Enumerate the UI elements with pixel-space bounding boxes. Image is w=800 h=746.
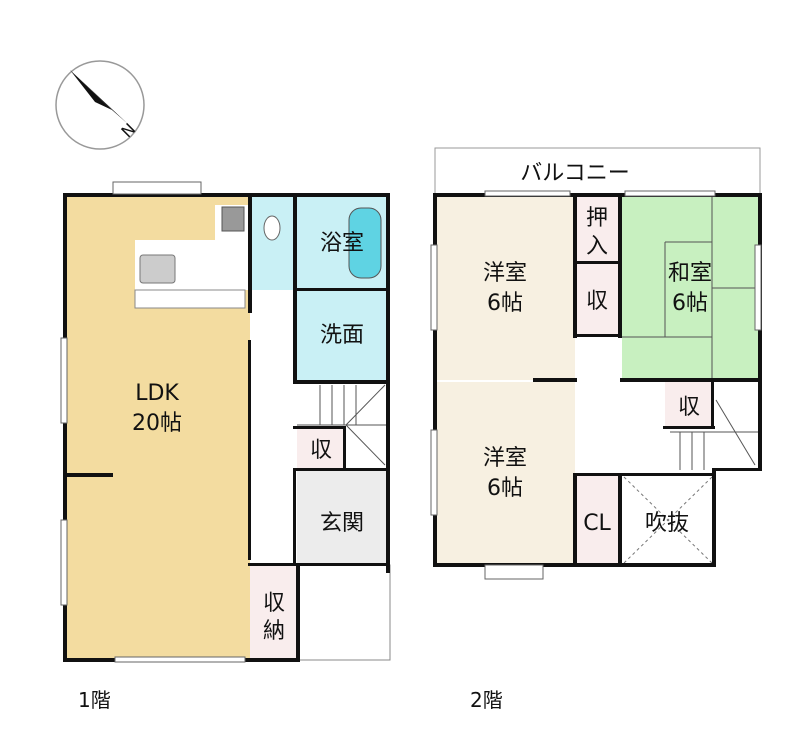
entrance-name: 玄関 [320, 511, 364, 536]
ldk-name: LDK [135, 381, 179, 406]
sink-icon [139, 254, 176, 284]
japanese-size: 6帖 [672, 291, 708, 316]
storage-2f-1-name: 収 [586, 289, 608, 314]
ldk-size: 20帖 [132, 411, 182, 436]
room-western-1 [437, 197, 575, 380]
room-western-2 [437, 382, 575, 565]
room-toilet [250, 195, 295, 290]
storage-2f-2-name: 収 [678, 395, 700, 420]
north-arrow-icon [70, 70, 128, 124]
oshiire-name-1: 押 [586, 206, 608, 231]
japanese-name: 和室 [668, 261, 712, 286]
washroom-name: 洗面 [320, 323, 364, 348]
toilet-icon [263, 215, 281, 241]
bath-name: 浴室 [320, 231, 364, 256]
balcony-label: バルコニー [520, 161, 630, 186]
room-storage-2f-2 [665, 382, 713, 428]
stove-icon [221, 206, 245, 232]
oshiire-name-2: 入 [586, 234, 608, 259]
closet-1f-name-2: 納 [263, 619, 285, 644]
void-name: 吹抜 [645, 511, 689, 536]
floor-1-label: 1階 [78, 688, 111, 712]
floor-2-label: 2階 [470, 688, 503, 712]
closet-1f-name-1: 収 [263, 591, 285, 616]
storage-1f-name: 収 [310, 438, 332, 463]
room-cl [575, 475, 620, 565]
floor-1: LDK 20帖 浴室 洗面 収 玄関 収 納 1階 [60, 181, 391, 712]
compass: N [55, 60, 145, 150]
room-storage-1f [297, 428, 345, 470]
western-2-size: 6帖 [487, 476, 523, 501]
western-1-size: 6帖 [487, 291, 523, 316]
western-1-name: 洋室 [483, 261, 527, 286]
room-closet-1f [250, 565, 298, 660]
cl-name: CL [583, 511, 611, 536]
room-entrance [297, 470, 390, 565]
room-storage-2f-1 [575, 263, 620, 335]
balcony [434, 147, 761, 196]
room-oshiire [575, 197, 620, 263]
western-2-name: 洋室 [483, 446, 527, 471]
floor-2: バルコニー 洋室 6帖 洋室 6帖 和室 6帖 押 入 収 収 CL 吹抜 2階 [430, 147, 762, 712]
bathtub-icon [348, 207, 382, 279]
room-washroom [295, 290, 390, 380]
